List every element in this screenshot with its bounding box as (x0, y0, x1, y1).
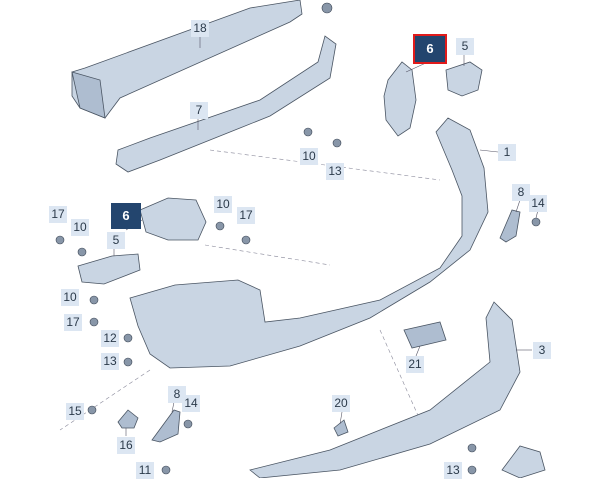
screw[interactable] (161, 465, 171, 475)
part-7-energy-absorber[interactable] (115, 35, 337, 173)
part-5-right-bracket[interactable] (445, 61, 483, 97)
callout-14-lower[interactable]: 14 (182, 395, 200, 412)
screw[interactable] (89, 317, 99, 327)
screw[interactable] (77, 247, 87, 257)
screw[interactable] (89, 295, 99, 305)
part-3-diffuser[interactable] (249, 301, 521, 478)
callout-20[interactable]: 20 (332, 395, 350, 412)
callout-13-bottom[interactable]: 13 (444, 462, 462, 479)
callout-5-left[interactable]: 5 (107, 232, 125, 249)
callout-18[interactable]: 18 (191, 20, 209, 37)
screw[interactable] (467, 465, 477, 475)
guide-line (204, 244, 331, 266)
callout-10-left[interactable]: 10 (71, 219, 89, 236)
screw[interactable] (531, 217, 541, 227)
callout-11[interactable]: 11 (136, 462, 154, 479)
callout-1[interactable]: 1 (498, 144, 516, 161)
part-18-beam-bracket[interactable] (71, 71, 106, 119)
part-21-sensor-holder[interactable] (403, 321, 447, 349)
screw[interactable] (303, 127, 313, 137)
part-16-clip[interactable] (117, 409, 139, 429)
callout-12[interactable]: 12 (101, 330, 119, 347)
callout-5-right[interactable]: 5 (456, 38, 474, 55)
screw[interactable] (123, 333, 133, 343)
part-3-diffuser-end[interactable] (501, 445, 546, 478)
callout-17-mid[interactable]: 17 (237, 207, 255, 224)
part-8-right-bracket[interactable] (499, 209, 521, 243)
callout-8-right[interactable]: 8 (512, 184, 530, 201)
callout-7[interactable]: 7 (190, 102, 208, 119)
screw[interactable] (123, 357, 133, 367)
callout-17-lower[interactable]: 17 (64, 314, 82, 331)
guide-line (209, 149, 441, 181)
part-5-left-bracket[interactable] (77, 253, 141, 285)
callout-10-mid[interactable]: 10 (214, 196, 232, 213)
callout-14-right[interactable]: 14 (529, 195, 547, 212)
callout-6-left[interactable]: 6 (111, 203, 141, 229)
screw[interactable] (87, 405, 97, 415)
screw[interactable] (241, 235, 251, 245)
callout-6-right-selected[interactable]: 6 (413, 34, 447, 64)
callout-10-upper[interactable]: 10 (300, 148, 318, 165)
callout-17-left[interactable]: 17 (49, 206, 67, 223)
screw[interactable] (332, 138, 342, 148)
callout-21[interactable]: 21 (406, 356, 424, 373)
callout-13-lower[interactable]: 13 (101, 353, 119, 370)
part-20-clip[interactable] (333, 419, 349, 437)
screw[interactable] (215, 221, 225, 231)
callout-10-lower[interactable]: 10 (61, 289, 79, 306)
part-6-left-guide[interactable] (139, 197, 207, 241)
callout-8-lower[interactable]: 8 (168, 386, 186, 403)
callout-3[interactable]: 3 (533, 342, 551, 359)
screw[interactable] (321, 2, 333, 14)
part-1-bumper-cover[interactable] (129, 117, 489, 369)
callout-15[interactable]: 15 (66, 403, 84, 420)
guide-line (379, 329, 421, 421)
screw[interactable] (183, 419, 193, 429)
screw[interactable] (55, 235, 65, 245)
part-8-lower-bracket[interactable] (151, 409, 181, 443)
part-6-right-guide[interactable] (383, 61, 417, 137)
callout-16[interactable]: 16 (117, 437, 135, 454)
screw[interactable] (467, 443, 477, 453)
callout-13-upper[interactable]: 13 (326, 163, 344, 180)
